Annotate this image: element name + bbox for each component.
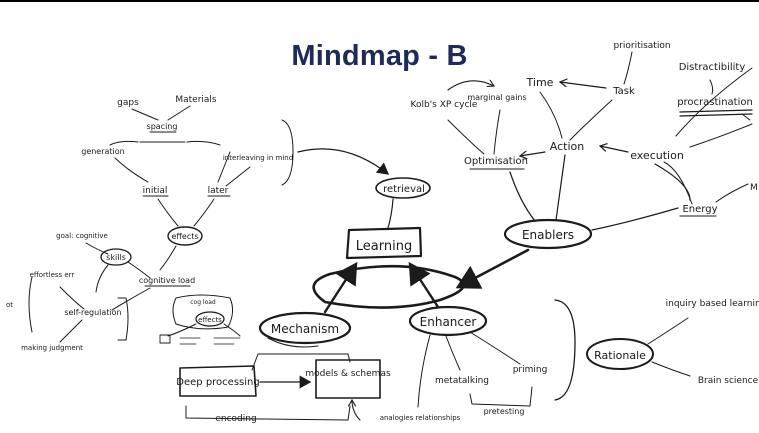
- cog-load-note: cog load: [190, 299, 216, 306]
- goals-label: goal: cognitive: [56, 232, 108, 240]
- optimisation-label: Optimisation: [464, 156, 528, 167]
- page-title: Mindmap - B: [291, 40, 468, 72]
- time-label: Time: [526, 76, 554, 89]
- priming-label: priming: [513, 365, 548, 375]
- procrastination-label: procrastination: [677, 97, 753, 108]
- gaps-label: gaps: [117, 98, 139, 108]
- encoding-label: encoding: [215, 414, 256, 424]
- generation-label: generation: [81, 147, 125, 156]
- retrieval-node: retrieval: [375, 177, 431, 199]
- self-regulation-label: self-regulation: [64, 308, 121, 317]
- marginal-gains-label: marginal gains: [467, 93, 526, 102]
- arrow-to-retrieval: [297, 148, 390, 175]
- rationale-node: Rationale: [586, 338, 654, 370]
- task-label: Task: [612, 86, 635, 97]
- rationale-label: Rationale: [594, 349, 646, 362]
- analogies-label: analogies relationships: [380, 414, 461, 422]
- inquiry-label: inquiry based learning: [666, 299, 759, 309]
- action-label: Action: [550, 140, 584, 153]
- enhancer-label: Enhancer: [420, 315, 477, 329]
- learning-node: Learning: [345, 226, 423, 260]
- effects-small-node: effects: [195, 311, 225, 327]
- kolbs-label: Kolb's XP cycle: [411, 100, 478, 110]
- skills-label: skills: [106, 253, 126, 262]
- interleaving-label: interleaving in mind: [223, 154, 293, 162]
- edge-m-label: M: [750, 183, 758, 193]
- enablers-node: Enablers: [503, 218, 593, 250]
- making-judgments-label: making judgment: [21, 344, 83, 352]
- enablers-label: Enablers: [522, 228, 574, 242]
- arrow-mechanism-learning: [323, 261, 358, 314]
- spacing-label: spacing: [147, 122, 178, 131]
- models-schemas-node: models & schemas: [305, 359, 391, 399]
- effortless-label: effortless err: [30, 271, 75, 279]
- mechanism-label: Mechanism: [271, 322, 339, 336]
- deep-processing-label: Deep processing: [176, 377, 259, 388]
- deep-processing-node: Deep processing: [176, 365, 260, 397]
- distractibility-label: Distractibility: [679, 62, 746, 73]
- mechanism-enhancer-loop: [312, 264, 465, 309]
- models-schemas-label: models & schemas: [305, 369, 391, 379]
- arrow-enhancer-learning: [408, 261, 440, 309]
- enhancer-node: Enhancer: [408, 305, 488, 337]
- arrow-enablers-learning: [455, 248, 530, 289]
- pretesting-label: pretesting: [484, 407, 525, 416]
- rationale-bracket: [554, 299, 576, 401]
- effects-node: effects: [167, 226, 203, 246]
- execution-label: execution: [630, 149, 684, 162]
- energy-label: Energy: [682, 204, 717, 215]
- prioritisation-label: prioritisation: [613, 41, 670, 51]
- learning-label: Learning: [356, 239, 412, 254]
- metatalking-label: metatalking: [435, 376, 489, 386]
- materials-label: Materials: [175, 95, 217, 105]
- mechanism-node: Mechanism: [258, 311, 352, 345]
- other-label: ot: [6, 301, 13, 309]
- later-label: later: [208, 186, 229, 196]
- initial-label: initial: [143, 186, 168, 196]
- brain-science-label: Brain science: [698, 376, 759, 386]
- retrieval-label: retrieval: [383, 184, 425, 195]
- cognitive-load-label: cognitive load: [139, 276, 195, 285]
- effects-label: effects: [171, 232, 198, 241]
- skills-node: skills: [100, 248, 132, 266]
- effects-small-label: effects: [198, 316, 222, 324]
